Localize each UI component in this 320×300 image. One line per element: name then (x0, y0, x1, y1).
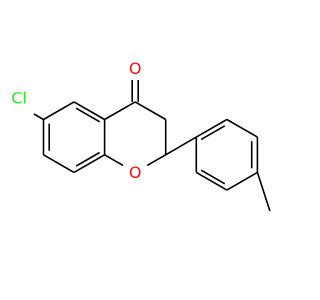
bond (73, 101, 105, 121)
bond (43, 154, 75, 174)
tolyl-ring (195, 118, 259, 191)
c-cl-bond (33, 113, 44, 121)
double-bond-inner (200, 169, 226, 185)
bond (73, 154, 105, 174)
bond (104, 154, 124, 167)
double-bond-inner (200, 125, 226, 141)
carbonyl-oxygen-label: O (129, 59, 142, 78)
bond (146, 154, 167, 167)
bond (195, 118, 228, 138)
pyranone-ring (104, 101, 167, 167)
ring-oxygen-label: O (129, 163, 142, 182)
double-bond-inner (75, 151, 101, 167)
bond (43, 101, 75, 121)
bond (195, 171, 228, 191)
bond (134, 101, 167, 121)
benzo-ring (42, 101, 106, 174)
bond (226, 171, 258, 191)
molecule-structure: Cl O O (11, 59, 271, 212)
c2-aryl-bond (165, 136, 197, 156)
methyl-bond (256, 172, 271, 212)
bond (226, 118, 258, 138)
double-bond-inner (75, 107, 101, 123)
chlorine-label: Cl (11, 89, 27, 108)
bond (104, 101, 136, 121)
